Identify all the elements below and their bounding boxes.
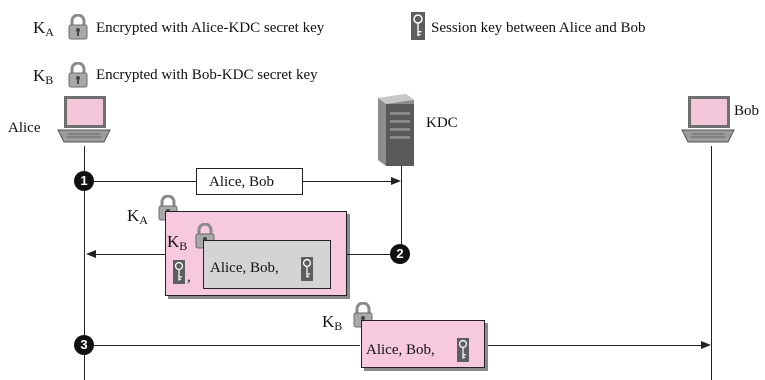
message3-text: Alice, Bob,: [366, 342, 435, 358]
step3-marker: 3: [74, 335, 94, 355]
alice-lifeline: [84, 146, 85, 380]
session-key-icon: [301, 257, 313, 286]
session-key-icon: [173, 260, 185, 289]
message2-comma: ,: [187, 269, 191, 285]
kdc-lifeline: [401, 166, 402, 256]
arrow-left-icon: [86, 250, 96, 258]
step2-marker: 2: [390, 244, 410, 264]
padlock-icon: [67, 61, 89, 93]
legend-session-text: Session key between Alice and Bob: [431, 20, 646, 36]
alice-label: Alice: [8, 120, 41, 136]
bob-lifeline: [711, 146, 712, 380]
arrow-right-icon: [701, 341, 711, 349]
bob-laptop-icon: [680, 94, 736, 149]
message2-inner-text: Alice, Bob,: [210, 260, 279, 276]
bob-label: Bob: [734, 103, 760, 119]
alice-laptop-icon: [56, 94, 112, 149]
padlock-icon: [67, 13, 89, 45]
legend-ka-text: Encrypted with Alice-KDC secret key: [96, 20, 325, 36]
legend-ka-label: KA: [33, 18, 54, 39]
message3-key-label: KB: [322, 312, 343, 333]
kdc-server-icon: [374, 94, 418, 171]
inner-key-label: KB: [167, 232, 188, 253]
kdc-label: KDC: [426, 115, 458, 131]
step3-arrow-line-left: [85, 345, 360, 346]
session-key-icon: [411, 12, 425, 45]
message1-box: Alice, Bob: [196, 168, 303, 195]
outer-key-label: KA: [127, 206, 148, 227]
message2-inner-box: Alice, Bob,: [203, 240, 331, 289]
step1-marker: 1: [74, 171, 94, 191]
legend-kb-label: KB: [33, 66, 54, 87]
message3-box: Alice, Bob,: [361, 320, 485, 368]
message1-text: Alice, Bob: [209, 174, 274, 190]
arrow-right-icon: [391, 177, 401, 185]
legend-kb-text: Encrypted with Bob-KDC secret key: [96, 67, 318, 83]
step2-arrow-line-right: [346, 254, 390, 255]
step3-arrow-line-right: [485, 345, 701, 346]
step2-arrow-line-left: [94, 254, 165, 255]
session-key-icon: [457, 338, 469, 367]
